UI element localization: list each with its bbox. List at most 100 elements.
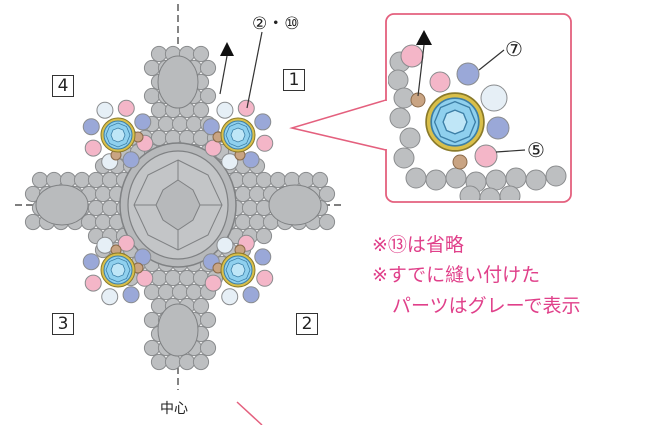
note-sewn: ※すでに縫い付けた bbox=[372, 264, 541, 286]
quadrant-label-2: 2 bbox=[296, 313, 318, 335]
pink-bead bbox=[429, 71, 451, 93]
gray-bead bbox=[87, 199, 105, 217]
accent-bead bbox=[204, 274, 222, 292]
gray-bead bbox=[143, 283, 161, 301]
gray-bead bbox=[479, 187, 501, 200]
gray-bead bbox=[248, 213, 266, 231]
center-oval-stone bbox=[119, 142, 237, 268]
accent-bead bbox=[122, 151, 140, 169]
gray-bead bbox=[150, 45, 168, 63]
blue-bead bbox=[456, 62, 480, 86]
pearl-bead bbox=[480, 84, 508, 112]
rivoli-stone bbox=[100, 252, 136, 288]
note-omitted: ※⑬は省略 bbox=[372, 234, 464, 256]
accent-bead bbox=[134, 248, 152, 266]
gray-bead bbox=[389, 107, 411, 129]
gray-bead bbox=[485, 169, 507, 191]
gray-bead bbox=[157, 283, 175, 301]
gray-bead bbox=[185, 115, 203, 133]
accent-bead bbox=[82, 253, 100, 271]
gray-bead bbox=[101, 171, 119, 189]
arrow-triangle-icon bbox=[416, 30, 432, 45]
gray-bead bbox=[399, 127, 421, 149]
top-annotation: ②・⑩ bbox=[252, 14, 300, 34]
gray-bead bbox=[150, 269, 168, 287]
rivoli-stone bbox=[220, 252, 256, 288]
gray-bead bbox=[199, 311, 217, 329]
accent-bead bbox=[84, 139, 102, 157]
gray-bead bbox=[192, 353, 210, 371]
accent-bead bbox=[117, 99, 135, 117]
gray-bead bbox=[101, 199, 119, 217]
center-label: 中心 bbox=[160, 401, 188, 417]
arrow-triangle-icon bbox=[220, 42, 234, 56]
gray-bead bbox=[192, 297, 210, 315]
gray-bead bbox=[445, 167, 467, 189]
gray-bead bbox=[171, 115, 189, 133]
gray-bead bbox=[185, 283, 203, 301]
accent-bead bbox=[117, 234, 135, 252]
gray-bead bbox=[192, 45, 210, 63]
gray-bead bbox=[199, 339, 217, 357]
blue-bead bbox=[486, 116, 510, 140]
gray-bead bbox=[311, 171, 329, 189]
rivoli-stone bbox=[220, 117, 256, 153]
rivoli-stone bbox=[100, 117, 136, 153]
gray-bead bbox=[505, 167, 527, 189]
quadrant-label-4: 4 bbox=[52, 75, 74, 97]
gray-bead bbox=[248, 185, 266, 203]
gray-bead bbox=[425, 169, 447, 191]
gray-bead bbox=[143, 87, 161, 105]
gray-bead bbox=[73, 171, 91, 189]
gray-bead bbox=[199, 87, 217, 105]
accent-bead bbox=[82, 118, 100, 136]
gray-bead bbox=[24, 213, 42, 231]
gray-bead bbox=[171, 283, 189, 301]
gray-bead bbox=[545, 165, 567, 187]
gray-bead bbox=[199, 59, 217, 77]
accent-bead bbox=[221, 153, 239, 171]
accent-bead bbox=[256, 269, 274, 287]
accent-bead bbox=[96, 101, 114, 119]
accent-bead bbox=[221, 288, 239, 306]
accent-bead bbox=[242, 286, 260, 304]
gray-bead bbox=[459, 185, 481, 200]
gray-bead bbox=[525, 169, 547, 191]
gray-bead bbox=[87, 171, 105, 189]
accent-bead bbox=[254, 113, 272, 131]
gray-bead bbox=[143, 59, 161, 77]
gray-bead bbox=[255, 227, 273, 245]
arm-ovals bbox=[35, 55, 322, 357]
gray-bead bbox=[241, 171, 259, 189]
gray-bead bbox=[143, 311, 161, 329]
gray-bead bbox=[150, 129, 168, 147]
accent-bead bbox=[202, 118, 220, 136]
quadrant-label-3: 3 bbox=[52, 313, 74, 335]
gray-bead bbox=[157, 115, 175, 133]
accent-bead bbox=[254, 248, 272, 266]
accent-bead bbox=[216, 236, 234, 254]
inset-label-5: ⑤ bbox=[527, 138, 545, 162]
gray-bead bbox=[94, 185, 112, 203]
gray-bead bbox=[388, 69, 409, 91]
colored-bead-clusters bbox=[82, 99, 274, 306]
pink-bead bbox=[474, 144, 498, 168]
accent-bead bbox=[122, 286, 140, 304]
accent-bead bbox=[84, 274, 102, 292]
gray-bead bbox=[150, 101, 168, 119]
accent-bead bbox=[216, 101, 234, 119]
gray-bead bbox=[405, 167, 427, 189]
gray-bead bbox=[164, 353, 182, 371]
gray-bead bbox=[164, 269, 182, 287]
gray-bead bbox=[318, 185, 336, 203]
accent-bead bbox=[204, 139, 222, 157]
gray-bead bbox=[192, 101, 210, 119]
gray-bead bbox=[499, 185, 521, 200]
accent-bead bbox=[136, 269, 154, 287]
rivoli-stone bbox=[425, 92, 485, 152]
gray-bead bbox=[234, 185, 252, 203]
gray-bead bbox=[178, 269, 196, 287]
gray-bead bbox=[150, 353, 168, 371]
gray-bead bbox=[31, 171, 49, 189]
